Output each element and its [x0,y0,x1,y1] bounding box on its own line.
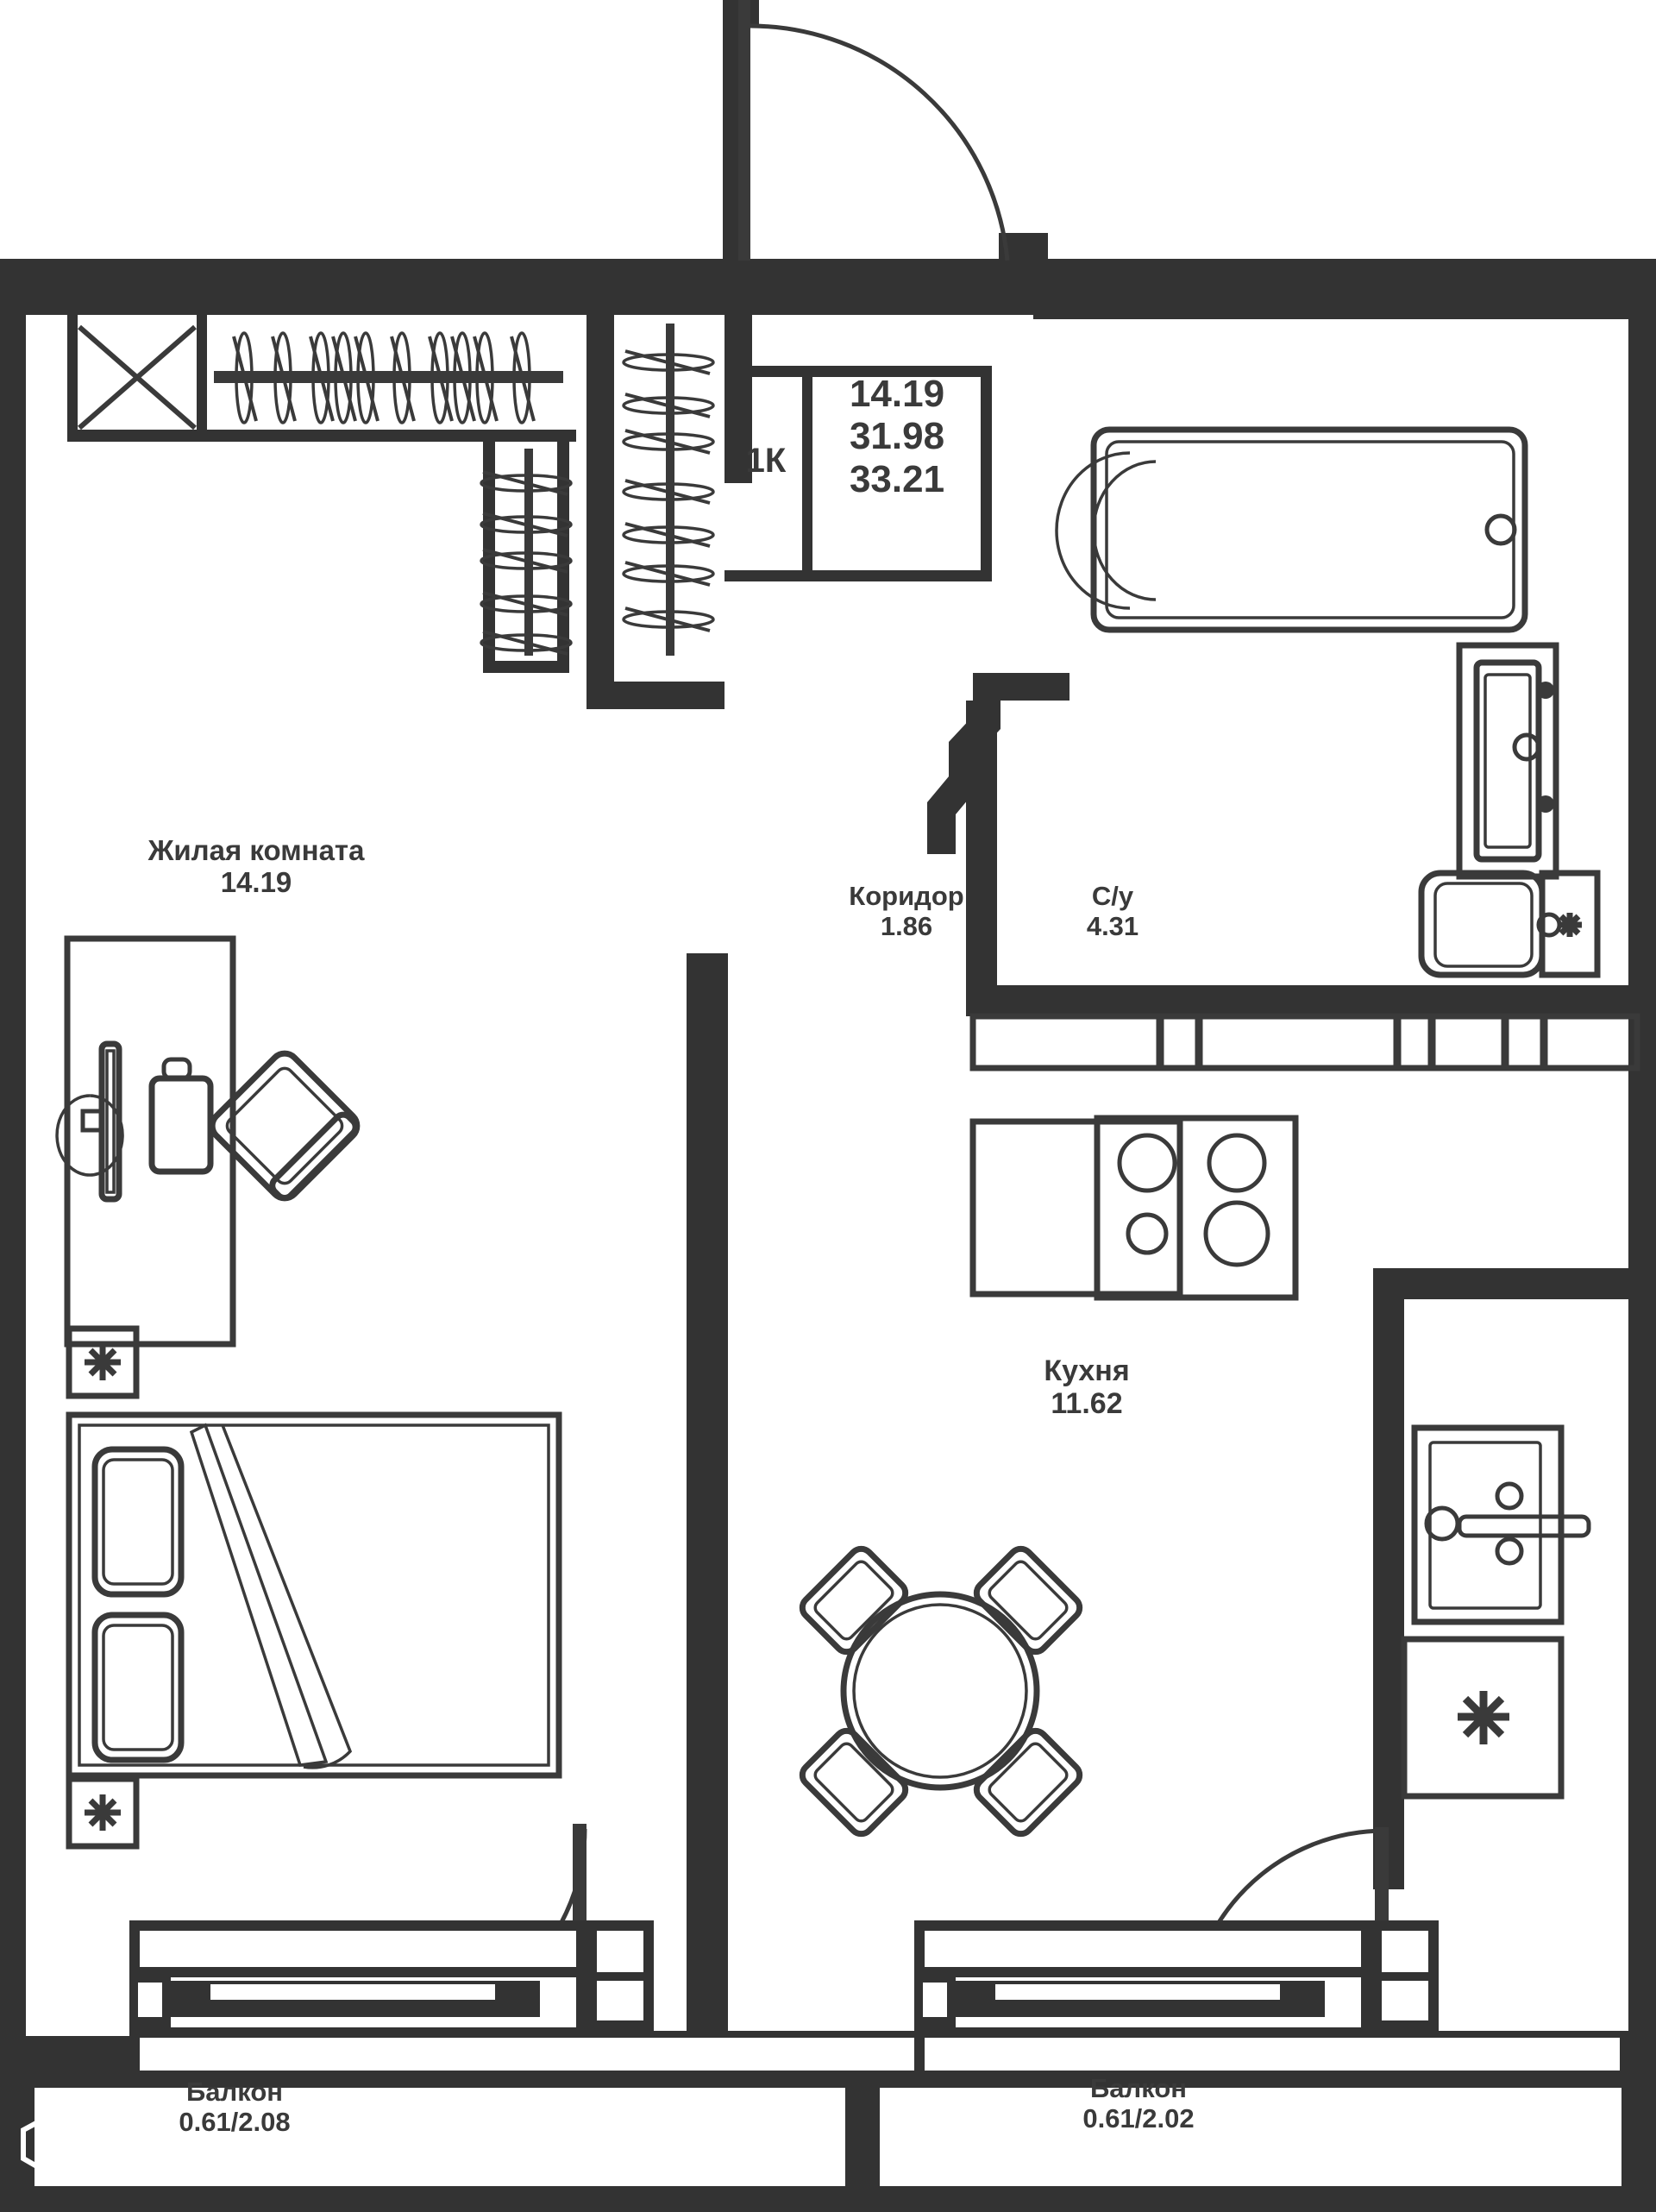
room-area: 14.19 [220,865,292,898]
room-label-kitchen: Кухня 11.62 [940,1354,1233,1420]
room-label-bathroom: С/у 4.31 [1026,881,1199,941]
unit-total-area-with-balcony: 33.21 [849,457,945,500]
room-name: Коридор [849,881,964,911]
unit-rooms-badge: 1К [745,442,787,480]
watermark: Домклик [19,2115,255,2175]
room-area: 0.61/2.02 [1082,2102,1195,2133]
room-area: 4.31 [1086,910,1139,941]
room-label-balcony-right: Балкон 0.61/2.02 [975,2073,1302,2133]
dining-table [798,1544,1084,1838]
office-chair [209,1050,361,1202]
blanket [189,1423,353,1769]
room-name: Жилая комната [147,834,365,866]
pillow [91,1446,185,1598]
room-name: С/у [1091,881,1134,911]
nightstand [66,1775,140,1850]
bed [66,1411,562,1779]
balcony-slab [34,2088,1622,2186]
keyboard [148,1057,214,1175]
window [586,1920,654,2031]
toilet [1418,870,1601,978]
domclick-house-icon [19,2115,72,2175]
dining-chair [972,1726,1084,1838]
kitchen-upper-cabinets [969,1013,1640,1071]
room-name: Кухня [1044,1354,1130,1387]
bathtub [1055,426,1528,633]
room-area: 1.86 [880,910,933,941]
wardrobe [78,315,724,661]
dining-chair [798,1544,910,1656]
monitor [55,1094,124,1177]
balcony-window [129,1920,1051,2079]
dining-chair [798,1726,910,1838]
kitchen-sink [1411,1424,1591,1625]
kitchen-counter [969,1118,1183,1298]
room-name: Балкон [186,2077,283,2107]
room-label-living: Жилая комната 14.19 [0,834,512,899]
dining-chair [972,1544,1084,1656]
entry-door [738,0,1010,261]
unit-living-area: 14.19 [849,373,945,415]
desk [55,935,236,1348]
nightstand [66,1325,140,1399]
room-label-balcony-left: Балкон 0.61/2.08 [71,2077,398,2137]
unit-area-badge: 14.19 31.98 33.21 [814,373,980,500]
room-area: 11.62 [1051,1387,1123,1421]
room-label-corridor: Коридор 1.86 [794,881,1019,941]
room-area: 0.61/2.08 [179,2106,291,2137]
unit-total-area: 31.98 [849,415,945,458]
watermark-brand: Домклик [81,2121,255,2168]
stove-4-burner [1094,1115,1299,1301]
balcony-window [914,1920,1630,2079]
pillow [91,1612,185,1763]
refrigerator [1401,1636,1565,1800]
room-name: Балкон [1090,2073,1187,2103]
washing-machine [1456,642,1559,880]
